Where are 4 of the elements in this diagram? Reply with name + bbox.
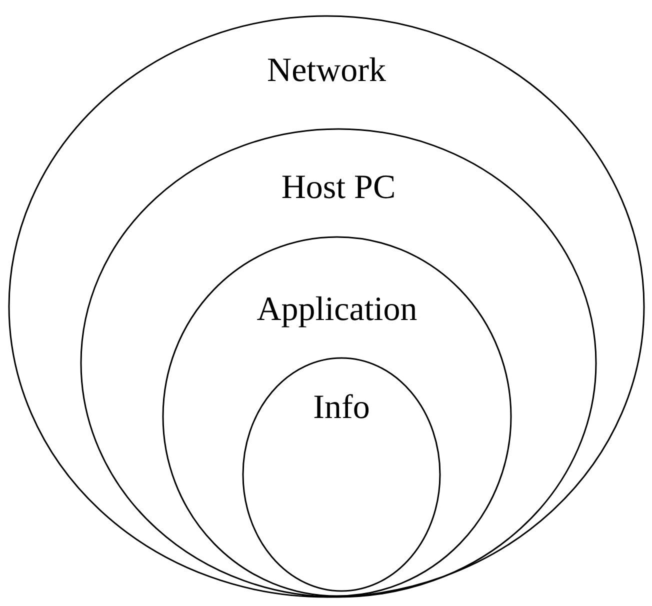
layer-label: Info	[313, 388, 370, 428]
layer-label: Application	[256, 290, 418, 330]
layer-label: Host PC	[281, 168, 396, 208]
layer-label: Network	[267, 51, 386, 91]
